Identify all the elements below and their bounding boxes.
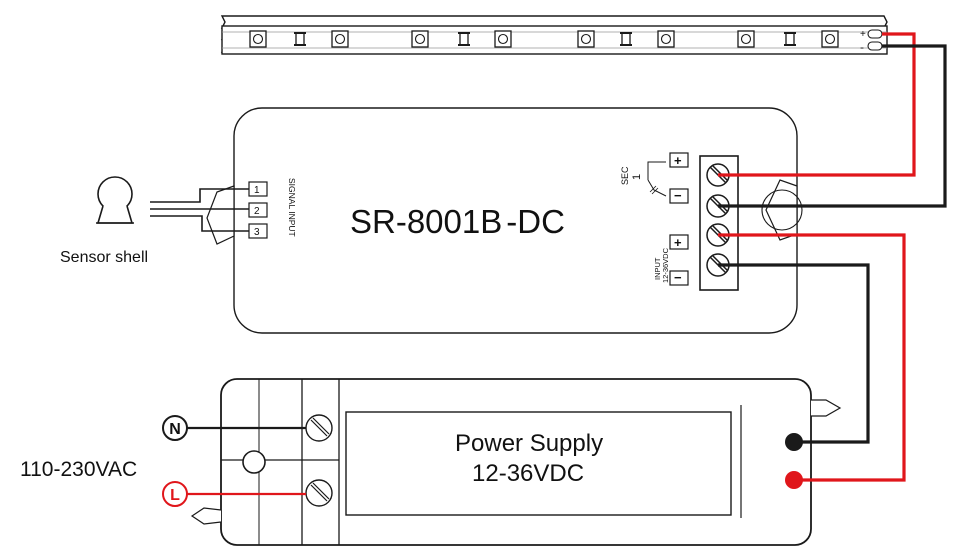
output-negative-terminal-icon — [785, 433, 803, 451]
left-mounting-ear — [206, 185, 235, 245]
input-plus-mark: + — [674, 235, 682, 250]
signal-pin-1: 1 — [254, 185, 260, 196]
resistor-icon — [294, 32, 306, 46]
signal-input-label: SIGNAL INPUT — [287, 178, 297, 237]
led-chip-icon — [657, 30, 675, 48]
sensor-cable — [150, 188, 249, 232]
sensor-shell: Sensor shell — [60, 176, 148, 266]
signal-pins: 1 2 3 — [248, 181, 268, 239]
power-supply-label-panel — [345, 411, 732, 516]
led-chip-icon — [737, 30, 755, 48]
led-chip-icon — [494, 30, 512, 48]
sec-plus-mark: + — [674, 153, 682, 168]
led-chip-icon — [577, 30, 595, 48]
signal-pin-3: 3 — [254, 227, 260, 238]
sensor-head-icon — [97, 176, 133, 212]
output-positive-terminal-icon — [785, 471, 803, 489]
led-chip-icon — [331, 30, 349, 48]
signal-pin-2: 2 — [254, 206, 260, 217]
led-chip-icon — [249, 30, 267, 48]
sec-label: SEC — [620, 166, 630, 185]
psu-left-ear — [190, 507, 222, 525]
input-range: 12-36VDC — [661, 247, 670, 283]
right-mounting-ear — [765, 179, 798, 241]
controller-model: SR-8001B-DC — [350, 203, 565, 240]
psu-right-ear — [811, 399, 842, 417]
power-supply: Power Supply 12-36VDC — [190, 378, 842, 546]
strip-led-group — [249, 30, 839, 48]
input-minus-mark: − — [674, 270, 682, 285]
strip-plus-pad — [867, 29, 883, 39]
controller-box: SR-8001B-DC SIGNAL INPUT 1 2 3 SEC 1 INP… — [206, 107, 803, 334]
ground-circle-icon — [242, 450, 266, 474]
strip-minus-label: - — [860, 40, 864, 54]
neutral-symbol-letter: N — [169, 421, 181, 438]
power-supply-voltage: 12-36VDC — [472, 460, 584, 487]
wire-strip-negative — [718, 44, 947, 208]
sec-channel: 1 — [631, 174, 643, 180]
power-supply-title: Power Supply — [455, 430, 603, 457]
sec-minus-mark: − — [674, 188, 682, 203]
sensor-label: Sensor shell — [60, 249, 148, 266]
strip-plus-label: + — [860, 29, 866, 40]
led-strip: + - — [220, 15, 888, 55]
resistor-icon — [458, 32, 470, 46]
resistor-icon — [784, 32, 796, 46]
resistor-icon — [620, 32, 632, 46]
wire-strip-positive — [718, 32, 916, 177]
input-label: INPUT — [653, 257, 662, 280]
wire-input-negative — [718, 263, 870, 444]
strip-minus-pad — [867, 41, 883, 51]
led-chip-icon — [411, 30, 429, 48]
wires — [187, 32, 947, 496]
live-symbol-letter: L — [170, 487, 180, 504]
terminal-polarity-marks: + − + − — [669, 152, 689, 286]
led-chip-icon — [821, 30, 839, 48]
wire-input-positive — [718, 233, 906, 482]
mains-voltage: 110-230VAC — [20, 458, 137, 481]
